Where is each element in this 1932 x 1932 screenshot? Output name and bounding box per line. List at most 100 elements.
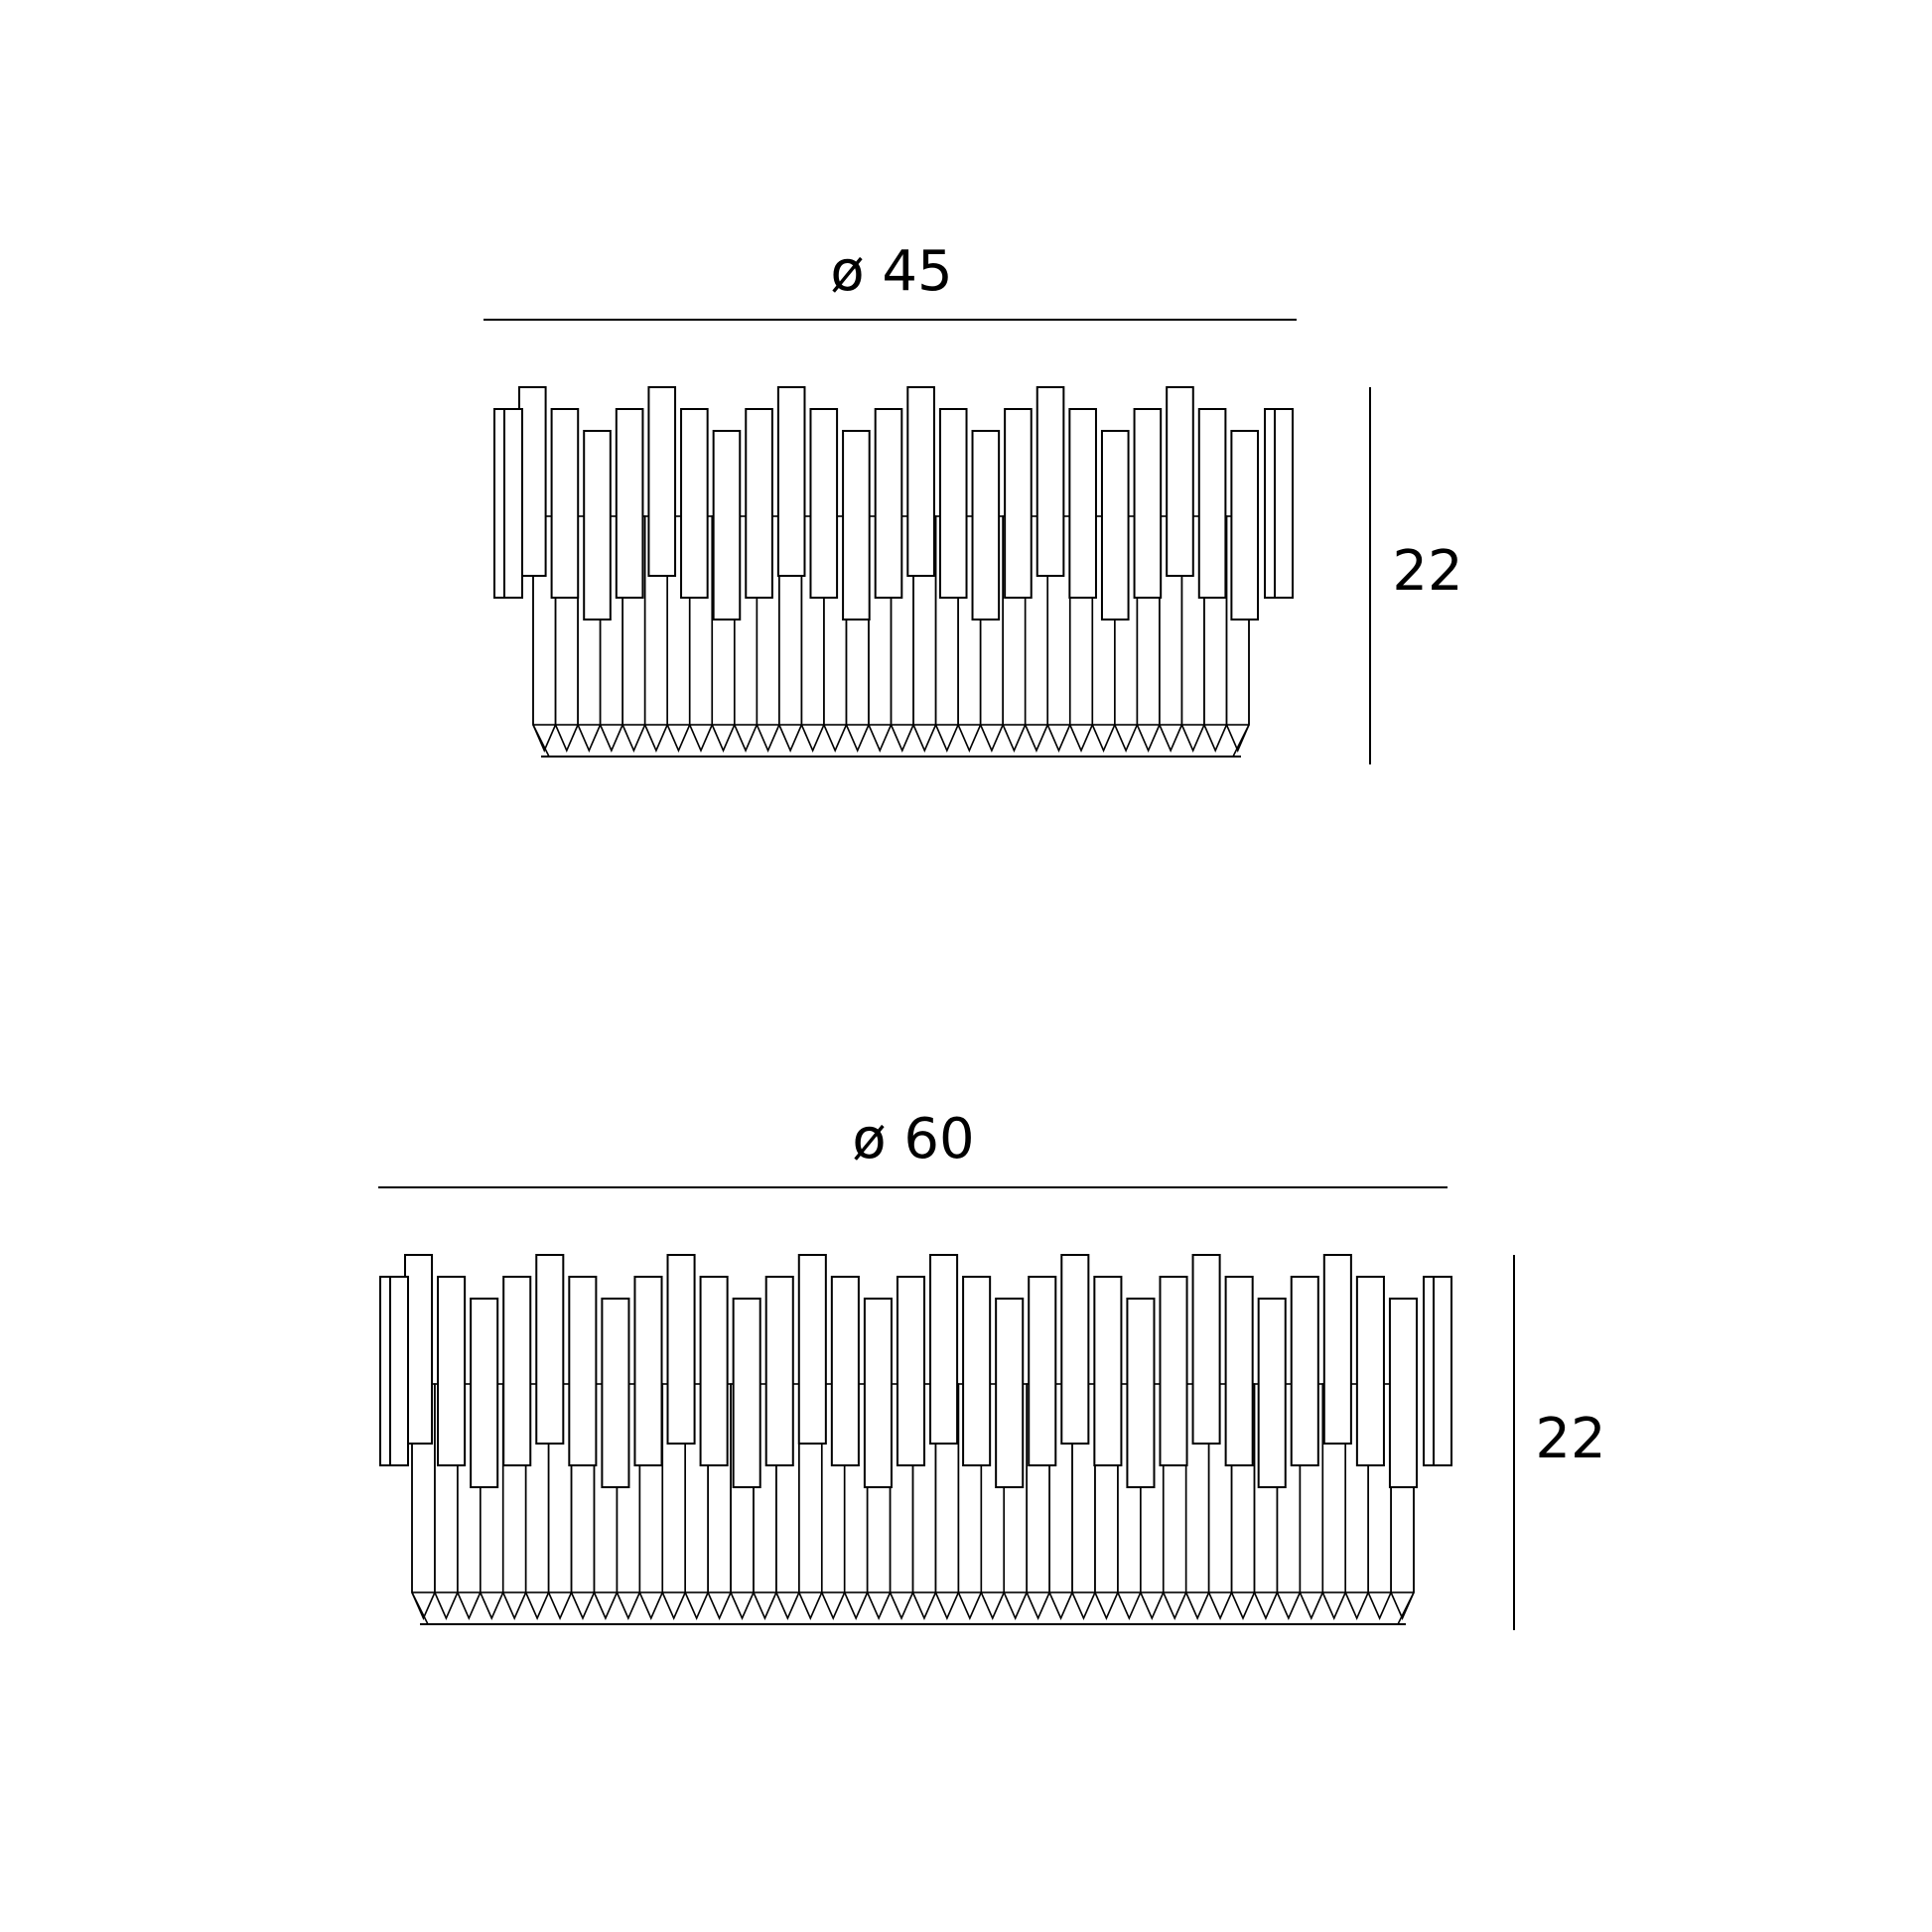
crystal-tip [480, 1591, 504, 1620]
crystal-tip [1203, 724, 1228, 754]
crystal-tip [1321, 1591, 1346, 1620]
crystal-tip [934, 1591, 960, 1620]
crystal-tip [1024, 724, 1048, 754]
crystal-bar [502, 1276, 532, 1466]
crystal-tip [1136, 724, 1161, 754]
crystal-tip [711, 724, 736, 754]
crystal-tip [666, 724, 691, 754]
crystal-bar [437, 1276, 467, 1466]
crystal-bar [863, 1298, 893, 1488]
crystal-bar [1060, 1254, 1090, 1445]
crystal-tip [1071, 1591, 1096, 1620]
crystal-tip [1299, 1591, 1324, 1620]
crystal-tip [1163, 1591, 1187, 1620]
crystal-bar [1257, 1298, 1287, 1488]
crystal-bar [732, 1298, 761, 1488]
crystal-bar [1224, 1276, 1254, 1466]
crystal-tip [688, 724, 713, 754]
crystal-tip [1117, 1591, 1142, 1620]
crystal-tip [1159, 724, 1183, 754]
crystal-bar [568, 1276, 598, 1466]
crystal-tip [616, 1591, 641, 1620]
crystal-tip [621, 724, 646, 754]
crystal-bar [874, 408, 903, 599]
crystal-tip [457, 1591, 482, 1620]
crystal-bar [404, 1254, 434, 1445]
crystal-tip [821, 1591, 846, 1620]
crystal-tip [756, 724, 780, 754]
crystal-tip [570, 1591, 596, 1620]
crystal-tip [1184, 1591, 1210, 1620]
crystal-tip [753, 1591, 777, 1620]
crystal-tip [980, 1591, 1005, 1620]
crystal-tip [1046, 724, 1071, 754]
chandelier-drawing [379, 1254, 1452, 1625]
crystal-bar [470, 1298, 499, 1488]
crystal-tip [1091, 724, 1116, 754]
crystal-bar [1100, 430, 1130, 621]
crystal-bar [1004, 408, 1033, 599]
end-bar [493, 408, 505, 599]
side-edge [1232, 724, 1250, 758]
crystal-tip [1276, 1591, 1302, 1620]
end-bar [1274, 408, 1294, 599]
height-label: 22 [1535, 1407, 1605, 1471]
crystal-tip [730, 1591, 755, 1620]
crystal-tip [1180, 724, 1205, 754]
crystal-bar [962, 1276, 992, 1466]
fixture-small: ø 45 22 [483, 239, 1463, 764]
crystal-tip [577, 724, 602, 754]
crystal-bar [938, 408, 968, 599]
diameter-label: ø 45 [830, 239, 952, 304]
crystal-tip [661, 1591, 686, 1620]
crystal-bar [1126, 1298, 1156, 1488]
crystal-tip [547, 1591, 573, 1620]
crystal-tip [1094, 1591, 1119, 1620]
crystal-tip [911, 1591, 937, 1620]
side-edge [411, 1591, 429, 1625]
height-label: 22 [1392, 539, 1462, 604]
crystal-bar [764, 1276, 794, 1466]
crystal-tip [957, 724, 982, 754]
crystal-tip [934, 724, 959, 754]
crystal-tip [1253, 1591, 1279, 1620]
crystal-bar [842, 430, 871, 621]
crystal-bar [1388, 1298, 1418, 1488]
crystal-bar [712, 430, 742, 621]
crystal-tip [778, 724, 803, 754]
crystal-tip [1367, 1591, 1392, 1620]
crystal-tip [1069, 724, 1094, 754]
crystal-bar [929, 1254, 959, 1445]
side-edge [1397, 1591, 1415, 1625]
crystal-bar [995, 1298, 1025, 1488]
crystal-bar [1290, 1276, 1319, 1466]
crystal-bar [647, 386, 677, 577]
crystal-bar [699, 1276, 729, 1466]
crystal-tip [501, 1591, 527, 1620]
crystal-tip [823, 724, 848, 754]
crystal-bar [830, 1276, 860, 1466]
crystal-bar [776, 386, 806, 577]
crystal-tip [1003, 1591, 1028, 1620]
crystal-bar [583, 430, 612, 621]
crystal-tip [684, 1591, 709, 1620]
crystal-tip [890, 724, 914, 754]
crystal-bar [1028, 1276, 1057, 1466]
crystal-bar [535, 1254, 565, 1445]
crystal-bar [745, 408, 773, 599]
crystal-tip [843, 1591, 869, 1620]
crystal-bar [666, 1254, 696, 1445]
crystal-tip [434, 1591, 459, 1620]
crystal-tip [1207, 1591, 1233, 1620]
diameter-label: ø 60 [852, 1107, 974, 1172]
crystal-bar [550, 408, 580, 599]
crystal-bar [1322, 1254, 1352, 1445]
crystal-bar [1159, 1276, 1188, 1466]
crystal-bar [680, 408, 709, 599]
crystal-tip [643, 724, 668, 754]
end-bar [389, 1276, 409, 1466]
crystal-tip [866, 1591, 892, 1620]
crystal-tip [1048, 1591, 1073, 1620]
crystal-tip [1344, 1591, 1369, 1620]
